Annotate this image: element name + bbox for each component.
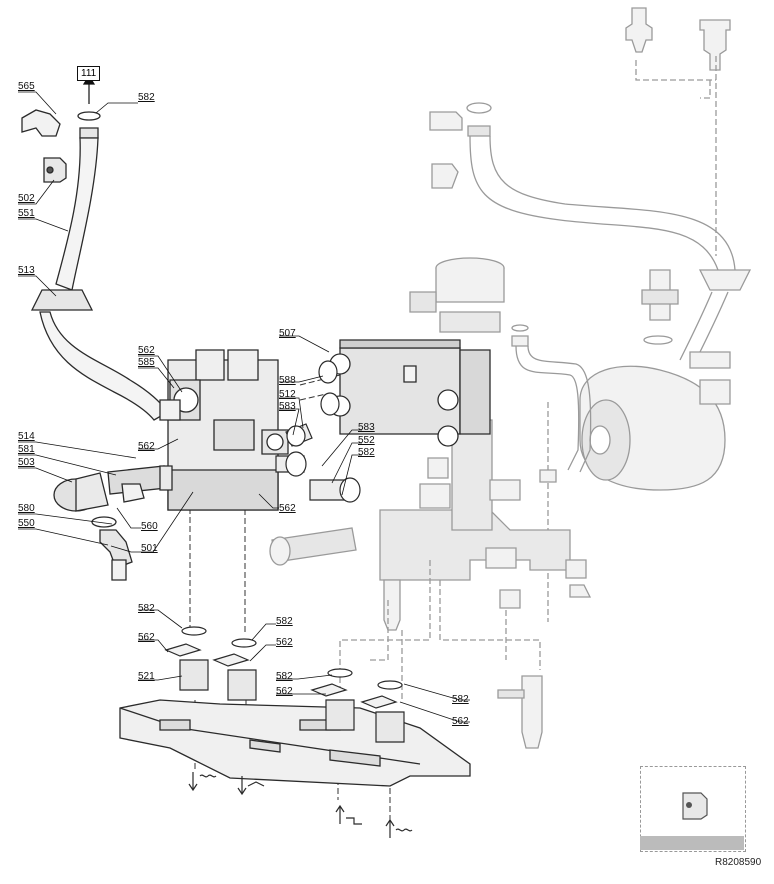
inset-footer-bar bbox=[640, 836, 744, 850]
label-582-e: 582 bbox=[276, 671, 293, 682]
inset-part-icon bbox=[682, 792, 708, 820]
label-565: 565 bbox=[18, 81, 35, 92]
drawing-reference-code: R8208590 bbox=[715, 857, 762, 868]
ghost-assembly bbox=[269, 7, 752, 749]
label-562-g: 562 bbox=[452, 716, 469, 727]
label-562-a: 562 bbox=[138, 345, 155, 356]
label-585: 585 bbox=[138, 357, 155, 368]
label-588: 588 bbox=[279, 375, 296, 386]
label-583-a: 583 bbox=[279, 401, 296, 412]
label-583-b: 583 bbox=[358, 422, 375, 433]
filter-assembly bbox=[53, 465, 173, 581]
label-502: 502 bbox=[18, 193, 35, 204]
label-562-e: 562 bbox=[276, 637, 293, 648]
label-514: 514 bbox=[18, 431, 35, 442]
label-562-f: 562 bbox=[276, 686, 293, 697]
label-562-c: 562 bbox=[279, 503, 296, 514]
label-582-top: 582 bbox=[138, 92, 155, 103]
base-plate bbox=[119, 699, 471, 787]
flow-symbols bbox=[188, 772, 413, 838]
label-550: 550 bbox=[18, 518, 35, 529]
flue-pipe bbox=[21, 109, 169, 421]
plate-fittings bbox=[164, 626, 405, 743]
label-513: 513 bbox=[18, 265, 35, 276]
label-582-f: 582 bbox=[452, 694, 469, 705]
label-552: 552 bbox=[358, 435, 375, 446]
label-551: 551 bbox=[18, 208, 35, 219]
label-512: 512 bbox=[279, 389, 296, 400]
label-503: 503 bbox=[18, 457, 35, 468]
label-507: 507 bbox=[279, 328, 296, 339]
label-560: 560 bbox=[141, 521, 158, 532]
label-581: 581 bbox=[18, 444, 35, 455]
reference-box-111: 111 bbox=[77, 66, 101, 81]
label-582-b: 582 bbox=[358, 447, 375, 458]
label-562-d: 562 bbox=[138, 632, 155, 643]
label-521: 521 bbox=[138, 671, 155, 682]
label-501: 501 bbox=[141, 543, 158, 554]
label-582-d: 582 bbox=[276, 616, 293, 627]
connector-set bbox=[275, 360, 361, 503]
label-580: 580 bbox=[18, 503, 35, 514]
label-562-b: 562 bbox=[138, 441, 155, 452]
detail-inset bbox=[640, 766, 746, 852]
manifold-block bbox=[159, 349, 289, 511]
leader-lines bbox=[18, 91, 470, 723]
label-582-c: 582 bbox=[138, 603, 155, 614]
